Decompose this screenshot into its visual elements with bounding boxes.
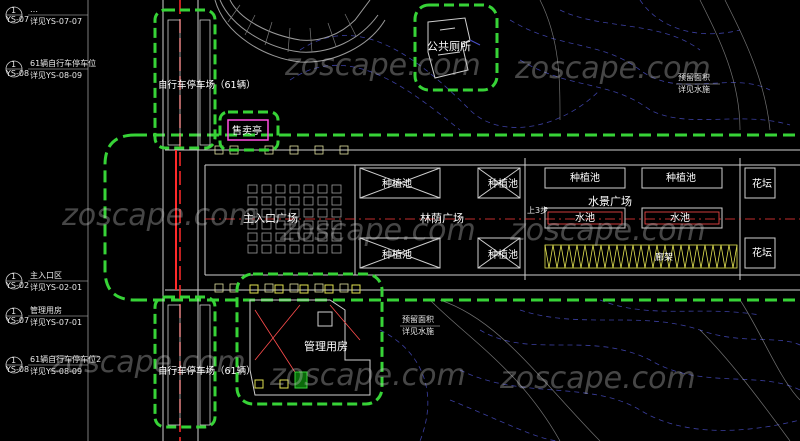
watermark: zoscape.com	[61, 198, 258, 233]
note-number: 1	[11, 6, 16, 15]
plaza-lamp-posts	[249, 284, 361, 389]
note-title: 61辆自行车停车位2	[30, 354, 101, 364]
watermark: zoscape.com	[279, 213, 476, 248]
circular-plaza-rays	[227, 4, 357, 53]
note-number: 1	[11, 307, 16, 316]
right-note-line1: 预留面积	[678, 72, 710, 82]
note-sheet: YS-08	[5, 69, 29, 78]
watermark: zoscape.com	[499, 361, 696, 396]
note-ref: 详见YS-08-09	[30, 70, 82, 80]
note-title: 管理用房	[30, 305, 62, 315]
note-ref: 详见YS-07-01	[30, 317, 82, 327]
right-note-line2: 详见水施	[678, 84, 710, 94]
trellis-label: 廊架	[655, 251, 673, 263]
step-label: 上3步	[527, 206, 548, 215]
note-sheet: YS-07	[5, 15, 29, 24]
water-features	[544, 167, 776, 269]
watermark: zoscape.com	[509, 213, 706, 248]
note-ref: 详见YS-08-09	[30, 366, 82, 376]
watermark: zoscape.com	[269, 358, 466, 393]
main-plaza-paving-grid	[247, 184, 342, 254]
public-toilet-label: 公共厕所	[427, 40, 471, 53]
note-sheet: YS-08	[5, 365, 29, 374]
note-sheet: YS-02	[5, 281, 29, 290]
reference-notes-left: 1YS-07…详见YS-07-071YS-0861辆自行车停车位详见YS-08-…	[5, 5, 101, 376]
note-ref: 详见YS-07-07	[30, 16, 82, 26]
planter-label: 种植池	[382, 248, 412, 261]
note-number: 1	[11, 272, 16, 281]
kiosk-outline	[218, 110, 280, 152]
flower-bed-label: 花坛	[752, 246, 772, 259]
note-sheet: YS-07	[5, 316, 29, 325]
bike-parking-bottom-label: 自行车停车场（61辆）	[158, 365, 256, 377]
management-building-outline	[235, 272, 384, 406]
planter-label: 种植池	[570, 171, 600, 184]
pool-label: 水池	[670, 211, 690, 224]
reference-note: 1YS-07… 详见YS-07-07	[5, 5, 88, 26]
note-number: 1	[11, 356, 16, 365]
contour-lines-white	[429, 0, 800, 441]
trellis	[544, 244, 738, 269]
planter-label: 种植池	[666, 171, 696, 184]
right-note-line1: 预留面积	[402, 314, 434, 324]
planter-label: 种植池	[382, 177, 412, 190]
pool-label: 水池	[575, 211, 595, 224]
watermark: zoscape.com	[49, 345, 246, 380]
kiosk-building	[227, 119, 269, 141]
bike-parking-bottom-outline	[153, 295, 217, 429]
bike-parking-top-outline	[153, 8, 217, 150]
flower-bed-label: 花坛	[752, 177, 772, 190]
water-plaza-label: 水景广场	[588, 194, 632, 208]
management-building	[249, 299, 371, 396]
note-number: 1	[11, 60, 16, 69]
right-note-line2: 详见水施	[402, 326, 434, 336]
planter-label: 种植池	[488, 177, 518, 190]
watermark: zoscape.com	[284, 48, 481, 83]
promenade-boundary	[103, 133, 800, 302]
planter-label: 种植池	[488, 248, 518, 261]
grove-plaza-label: 林荫广场	[420, 211, 464, 225]
watermark: zoscape.com	[514, 51, 711, 86]
note-title: 主入口区	[30, 270, 62, 280]
management-building-label: 管理用房	[304, 339, 348, 353]
public-toilet-building	[427, 17, 481, 79]
public-toilet-outline	[413, 3, 499, 92]
bike-parking-top-label: 自行车停车场（61辆）	[158, 79, 256, 91]
note-ref: 详见YS-02-01	[30, 282, 82, 292]
kiosk-label: 售卖亭	[232, 124, 262, 137]
note-title: 61辆自行车停车位	[30, 58, 96, 68]
main-plaza-label: 主入口广场	[243, 211, 298, 225]
note-title: …	[30, 5, 38, 14]
planters	[359, 167, 521, 269]
circular-plaza	[214, 0, 386, 63]
